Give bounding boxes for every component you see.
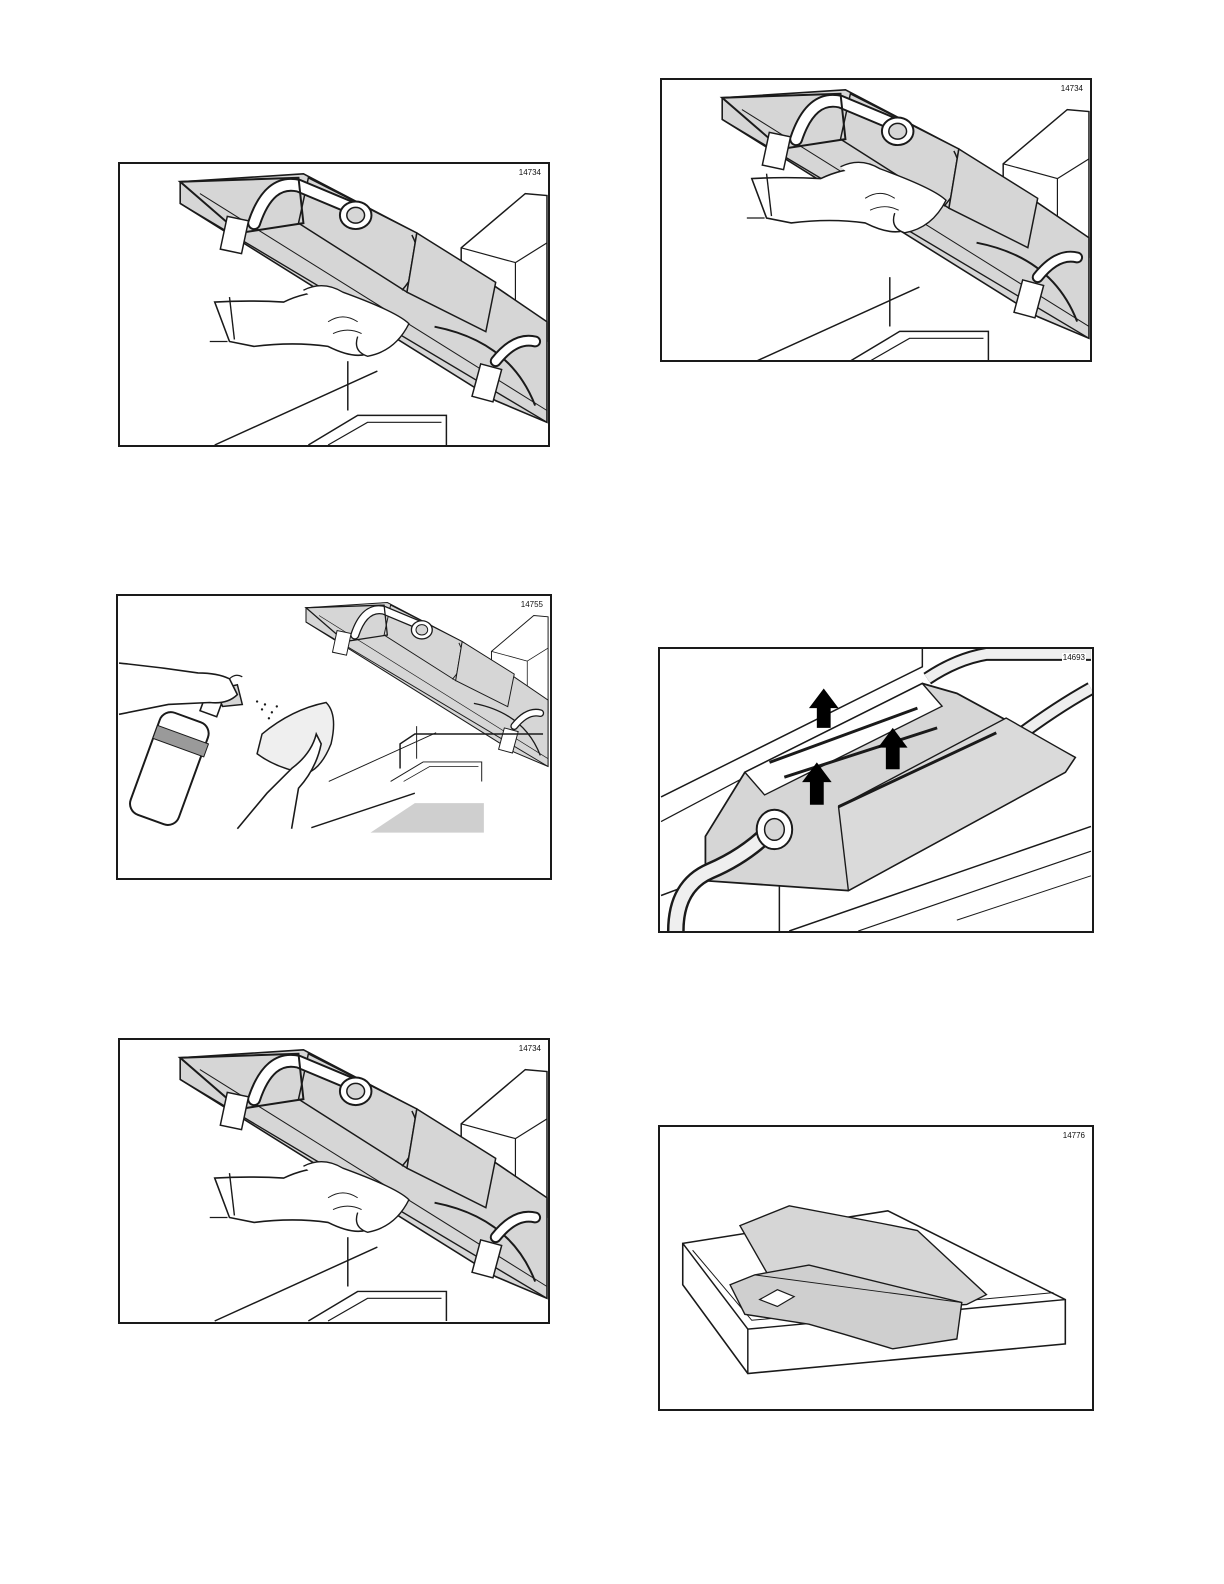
sheets-tray-illustration [660,1127,1092,1409]
up-arrow-icon [809,688,839,727]
figure-wipe-platen-1: 14734 [118,162,550,447]
figure-id-label: 14734 [518,1044,542,1053]
figure-id-label: 14734 [1060,84,1084,93]
figure-id-label: 14755 [520,600,544,609]
lift-sheets-illustration [660,649,1092,931]
figure-sheets-tray: 14776 [658,1125,1094,1411]
wipe-platen-illustration [120,1040,548,1322]
figure-wipe-platen-2: 14734 [118,1038,550,1324]
figure-id-label: 14776 [1062,1131,1086,1140]
figure-spray-cloth: 14755 [116,594,552,880]
wipe-platen-illustration [662,80,1090,360]
figure-id-label: 14734 [518,168,542,177]
wipe-platen-illustration [120,164,548,445]
figure-lift-sheets: 14693 [658,647,1094,933]
spray-cloth-illustration [118,596,550,878]
figure-wipe-platen-3: 14734 [660,78,1092,362]
figure-id-label: 14693 [1062,653,1086,662]
